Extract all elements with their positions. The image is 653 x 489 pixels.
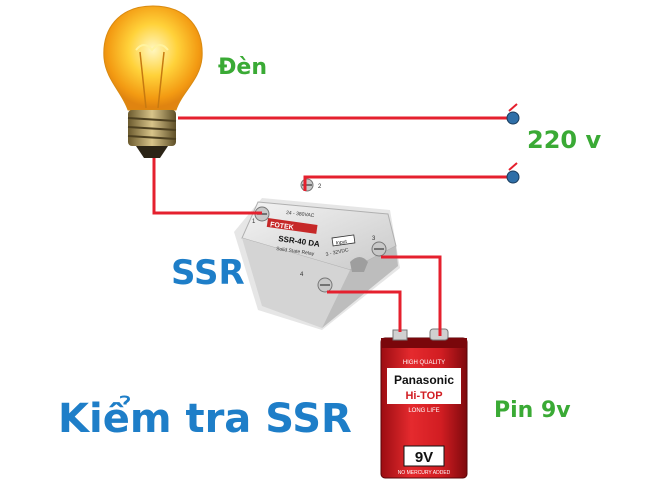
lamp-label: Đèn	[218, 55, 268, 80]
battery-voltage: 9V	[415, 449, 433, 466]
ssr-module-icon: FOTEK SSR-40 DA Solid State Relay 24 - 3…	[234, 178, 400, 330]
ssr-input-rating: 3 - 32VDC	[325, 247, 349, 258]
ssr-input-label: Input	[335, 239, 347, 247]
wire-ssr-input-plus	[381, 255, 442, 336]
ssr-label: SSR	[171, 253, 245, 293]
ssr-brand: FOTEK	[270, 221, 294, 231]
battery-brand: Panasonic	[394, 373, 454, 387]
page-title: Kiểm tra SSR	[58, 396, 352, 442]
ssr-terminal-1: 1	[252, 219, 256, 225]
battery-9v-icon: HIGH QUALITY Panasonic Hi-TOP LONG LIFE …	[380, 328, 468, 479]
battery-label: Pin 9v	[494, 398, 571, 423]
battery-bottom-text: NO MERCURY ADDED	[398, 470, 451, 476]
battery-top-text: HIGH QUALITY	[403, 360, 445, 366]
wire-lamp-to-ssr	[152, 158, 262, 215]
ssr-terminal-2: 2	[318, 184, 322, 190]
ssr-load-rating: 24 - 380VAC	[286, 210, 315, 219]
light-bulb-icon	[103, 5, 203, 158]
mains-terminal-top-icon	[506, 103, 520, 125]
voltage-label: 220 v	[527, 126, 602, 154]
ssr-terminal-4: 4	[300, 272, 304, 278]
ssr-terminal-3: 3	[372, 236, 376, 242]
ssr-subtitle: Solid State Relay	[276, 246, 315, 257]
battery-line: Hi-TOP	[405, 390, 442, 402]
wire-ssr-input-minus	[327, 290, 402, 332]
mains-terminal-bottom-icon	[506, 162, 520, 184]
wire-ssr-to-mains	[303, 175, 512, 191]
battery-sub: LONG LIFE	[408, 408, 439, 414]
wires	[152, 116, 512, 336]
